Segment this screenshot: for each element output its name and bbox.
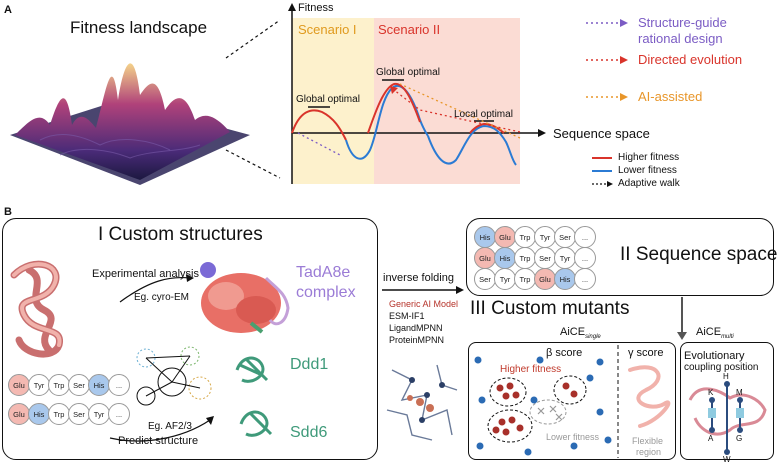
amino-acid-chip: His (554, 268, 576, 290)
global-optimal-label-2: Global optimal (376, 67, 440, 78)
sdd6-label: Sdd6 (290, 424, 328, 441)
eg-cryo-em-label: Eg. cyro-EM (134, 292, 190, 303)
residue-a: A (708, 434, 714, 443)
evolutionary-coupling-line2: coupling position (684, 362, 759, 373)
lower-fitness-label: Lower fitness (546, 432, 600, 442)
residue-g: G (736, 434, 743, 443)
custom-structures-box (2, 218, 378, 460)
higher-fitness-label: Higher fitness (500, 364, 562, 375)
residue-k: K (708, 388, 714, 397)
structure-prediction-graph (136, 346, 212, 406)
predict-structure-label: Predict structure (118, 435, 199, 447)
eg-af-label: Eg. AF2/3 (148, 421, 192, 432)
aice-multi-box (680, 342, 774, 460)
legend-ai-assisted: AI-assisted (638, 89, 703, 104)
scenario-1-region (292, 18, 374, 184)
flexible-region-line1: Flexible (632, 436, 664, 446)
experimental-analysis-label: Experimental analysis (92, 268, 199, 280)
amino-acid-chip: Tyr (28, 374, 50, 396)
fitness-landscape-illustration (10, 63, 250, 185)
tada8e-complex-structure (200, 262, 290, 334)
tada8e-label-line2: complex (296, 284, 356, 301)
sdd6-structure (239, 410, 273, 437)
amino-acid-chip: ... (574, 268, 596, 290)
custom-mutants-title: III Custom mutants (470, 298, 630, 319)
global-optimal-label-1: Global optimal (296, 94, 360, 105)
amino-acid-chip: Ser (68, 403, 90, 425)
sequence-space-box (466, 218, 774, 296)
ddd1-structure (235, 356, 269, 383)
residue-m: M (736, 388, 743, 397)
tada8e-label-line1: TadA8e (296, 264, 351, 281)
ddd1-label: Ddd1 (290, 356, 329, 373)
evolutionary-coupling-line1: Evolutionary (684, 350, 745, 362)
aice-multi-label: AiCEmulti (696, 326, 734, 341)
model-ligandmpnn: LigandMPNN (389, 323, 443, 333)
docked-molecule-illustration (386, 364, 458, 441)
gamma-score-label: γ score (628, 347, 664, 359)
legend-rational-design-line1: Structure-guide (638, 15, 727, 30)
sequence-space-title: II Sequence space (620, 244, 777, 265)
scenario-2-label: Scenario II (378, 22, 441, 37)
protein-ribbon-illustration (10, 260, 63, 358)
scenario-2-region (374, 18, 520, 184)
panel-a-label: A (4, 4, 12, 16)
beta-score-label: β score (546, 347, 583, 359)
custom-structures-title: I Custom structures (98, 224, 263, 245)
flexible-region-line2: region (636, 447, 662, 457)
aice-single-label: AiCEsingle (560, 326, 601, 341)
legend-higher-fitness: Higher fitness (618, 152, 680, 163)
local-optimal-label: Local optimal (454, 109, 513, 120)
inverse-folding-label: inverse folding (383, 272, 454, 284)
legend-rational-design-line2: rational design (638, 31, 723, 46)
amino-acid-chip: ... (108, 374, 130, 396)
legend-lower-fitness: Lower fitness (618, 165, 677, 176)
legend-adaptive-walk: Adaptive walk (618, 178, 680, 189)
amino-acid-chip: Ser (68, 374, 90, 396)
model-proteinmpnn: ProteinMPNN (389, 335, 445, 345)
panel-b-label: B (4, 206, 12, 218)
scenario-1-label: Scenario I (298, 22, 357, 37)
legend-directed-evolution: Directed evolution (638, 52, 743, 67)
residue-w: W (723, 455, 731, 464)
landscape-title: Fitness landscape (70, 18, 208, 37)
aice-single-box (468, 342, 676, 460)
residue-h: H (723, 372, 729, 381)
amino-acid-chip: ... (108, 403, 130, 425)
sequence-space-axis-label: Sequence space (553, 126, 650, 141)
model-esm-if1: ESM-IF1 (389, 311, 425, 321)
generic-ai-model-label: Generic AI Model (389, 299, 459, 309)
fitness-axis-label: Fitness (298, 2, 334, 14)
